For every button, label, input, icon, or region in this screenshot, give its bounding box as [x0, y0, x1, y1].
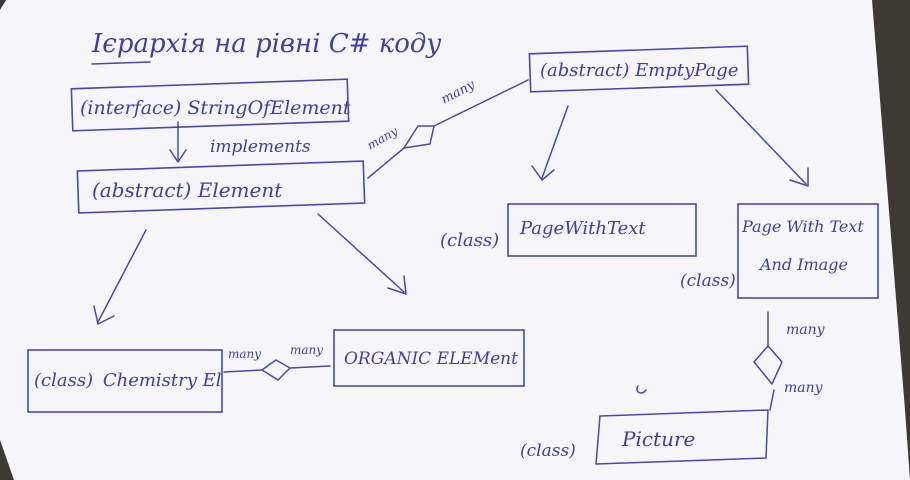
interface-string-of-element-box: [70, 78, 350, 132]
pagewithtextandimage-label-line2: And Image: [758, 255, 848, 274]
many-label-chem: many: [228, 347, 261, 361]
picture-kind: (class): [520, 441, 576, 461]
abstract-empty-page-label: (abstract) EmptyPage: [540, 60, 738, 81]
aggregation-diamond-picture: [753, 345, 783, 385]
arrow-emptypage-to-pagewithtextandimage: [715, 89, 809, 187]
abstract-element-box: [76, 160, 366, 214]
title-underline: [91, 61, 151, 65]
aggregation-diamond-chem: [261, 359, 291, 381]
abstract-element-label: (abstract) Element: [92, 178, 283, 202]
abstract-empty-page-box: [528, 45, 750, 93]
pagewithtext-box: [507, 203, 697, 257]
interface-string-of-element-label: (interface) StringOfElement: [80, 97, 351, 119]
pagewithtextandimage-box: [737, 203, 879, 299]
many-label-page: many: [786, 322, 826, 338]
organic-element-box: [333, 329, 525, 387]
pagewithtextandimage-label-line1: Page With Text: [741, 217, 864, 236]
chemistry-element-label: (class) Chemistry El: [34, 370, 222, 391]
aggregation-line-page-picture: [767, 311, 775, 411]
implements-arrow: [169, 121, 187, 163]
organic-element-label: ORGANIC ELEMent: [344, 349, 518, 369]
aggregation-diamond-top: [403, 125, 435, 149]
stray-ink-mark: [636, 385, 647, 394]
picture-label: Picture: [621, 427, 695, 451]
implements-label: implements: [210, 137, 311, 157]
many-label-picture: many: [784, 380, 824, 396]
pagewithtext-kind: (class): [440, 230, 499, 251]
diagram-title: Ієрархія на рівні C# коду: [91, 29, 441, 59]
chemistry-element-name: Chemistry El: [103, 370, 222, 391]
picture-box: [595, 409, 769, 465]
pagewithtext-label: PageWithText: [519, 218, 646, 239]
arrow-element-to-organic: [317, 213, 407, 295]
aggregation-line-element-emptypage: [367, 79, 529, 179]
aggregation-line-chem-organic: [223, 365, 331, 373]
arrow-emptypage-to-pagewithtext: [531, 105, 569, 181]
pagewithtextandimage-kind: (class): [680, 271, 736, 291]
many-label-organic: many: [290, 343, 323, 357]
chemistry-element-kind: (class): [34, 370, 93, 391]
chemistry-element-box: [27, 349, 223, 413]
arrow-element-to-chemistry: [93, 229, 147, 325]
